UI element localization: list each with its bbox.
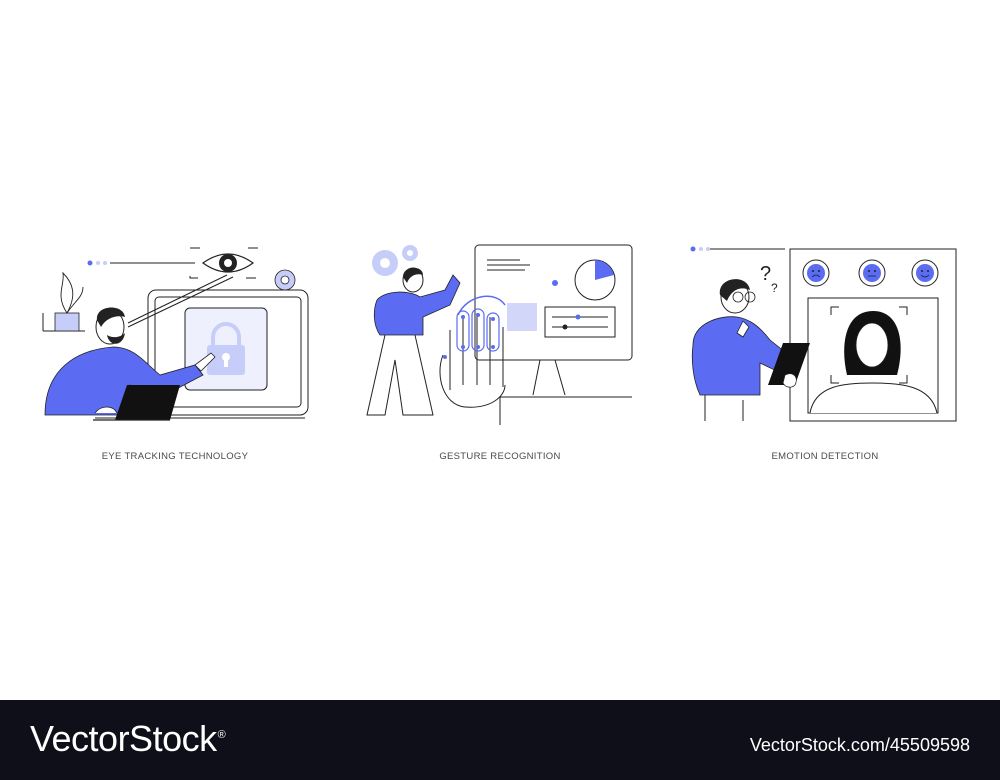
gesture-recognition-svg [366,244,633,425]
registered-mark: ® [217,729,226,741]
gear-icon [274,269,296,291]
gesture-recognition-caption: GESTURE RECOGNITION [439,451,561,462]
svg-text:?: ? [760,263,771,285]
screen-frame [789,248,957,422]
gesture-recognition-illustration [355,235,655,435]
monitor-frame [474,244,633,361]
laptop-icon [93,385,180,421]
happy-face-icon [911,259,939,287]
padlock-icon [207,322,245,375]
person-figure [373,267,461,336]
eye-icon [201,253,255,273]
image-url[interactable]: VectorStock.com/45509598 [749,735,970,755]
svg-text:?: ? [771,281,778,295]
emotion-detection-caption: EMOTION DETECTION [771,451,879,462]
eye-tracking-svg [42,247,309,421]
eye-tracking-caption: EYE TRACKING TECHNOLOGY [101,451,249,462]
monitor-frame [147,289,309,416]
sad-face-icon [802,259,830,287]
gear-icon [372,245,418,276]
person-figure [691,279,796,396]
vectorstock-logo[interactable]: VectorStock® [30,718,226,760]
logo-text: VectorStock [30,718,217,759]
illustration-stage: ? ? EYE TRACKING TECHNOLOGY GESTURE RECO… [35,235,975,462]
emotion-detection-illustration: ? ? [675,235,975,435]
eye-tracking-illustration [35,235,335,435]
plant-icon [54,271,84,332]
neutral-face-icon [858,259,886,287]
face-scan-figure [809,311,938,414]
hand-tracking-icon [443,295,506,359]
emotion-detection-svg: ? ? [690,246,957,422]
monitor-screen [154,296,302,408]
question-mark-icon: ? ? [760,263,778,295]
tablet-icon [768,343,810,388]
footer-bar: VectorStock® VectorStock.com/45509598 [0,700,1000,780]
pie-chart-icon [574,259,616,301]
